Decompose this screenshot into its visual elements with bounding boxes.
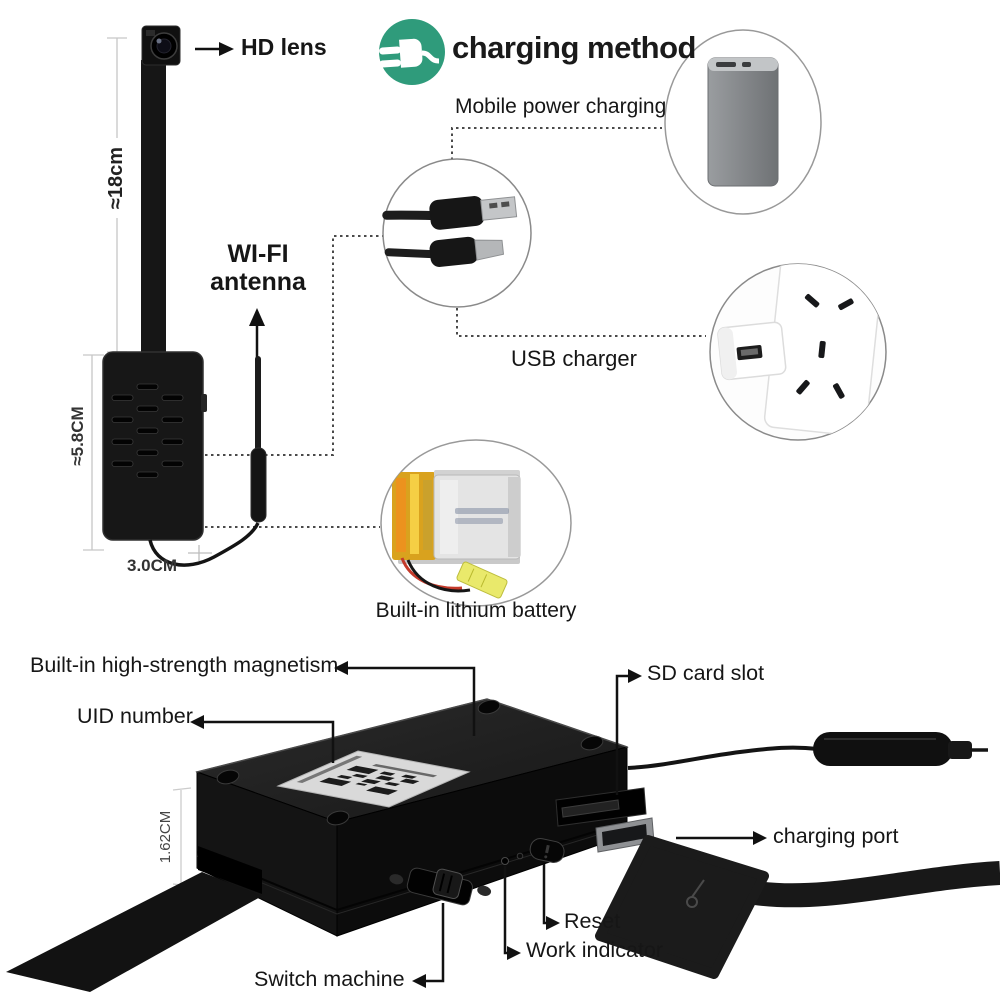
dotted-connectors bbox=[205, 127, 706, 528]
lithium-battery-photo bbox=[380, 439, 572, 607]
work-indicator-label: Work indicator bbox=[526, 938, 664, 962]
magnetism-label: Built-in high-strength magnetism bbox=[30, 653, 339, 677]
page-title: charging method bbox=[452, 30, 696, 65]
dim-3cm-label: 3.0CM bbox=[127, 556, 178, 575]
dimension-line-1-62cm bbox=[172, 787, 192, 887]
screw-holes bbox=[216, 699, 604, 826]
battery-label: Built-in lithium battery bbox=[375, 599, 577, 622]
usb-cable-plug bbox=[595, 835, 769, 979]
charging-port-usb bbox=[595, 817, 1000, 979]
device-antenna bbox=[627, 732, 988, 770]
charging-method-badge bbox=[379, 19, 445, 85]
charging-port-label: charging port bbox=[773, 824, 899, 848]
usb-wall-adapter bbox=[717, 321, 787, 381]
wifi-antenna-illustration bbox=[249, 308, 267, 523]
dim-18cm-label: ≈18cm bbox=[105, 146, 127, 210]
reset-label: Reset bbox=[564, 909, 621, 933]
wifi-antenna-label-line1: WI-FI bbox=[227, 240, 289, 268]
camera-strip-illustration bbox=[141, 25, 181, 356]
ribbon-cable bbox=[6, 846, 262, 992]
camera-module-illustration bbox=[102, 351, 260, 567]
dim-5-8cm-label: ≈5.8CM bbox=[68, 406, 87, 466]
vent-slots bbox=[111, 383, 184, 478]
left-arrow-icon bbox=[412, 974, 426, 988]
right-arrow-icon bbox=[546, 916, 560, 930]
right-arrow-icon bbox=[753, 831, 767, 845]
left-arrow-icon bbox=[334, 661, 348, 675]
qr-code-sticker bbox=[276, 750, 471, 808]
reset-button bbox=[529, 838, 565, 863]
wifi-antenna-label-line2: antenna bbox=[210, 267, 306, 296]
usb-cables-photo bbox=[382, 158, 532, 308]
callout-lines bbox=[190, 661, 767, 988]
micro-usb-connector bbox=[429, 236, 479, 267]
left-arrow-icon bbox=[190, 715, 204, 729]
sd-card-slot bbox=[555, 787, 647, 827]
dimension-line-5-8cm bbox=[83, 354, 104, 551]
hd-lens-label: HD lens bbox=[241, 34, 327, 60]
antenna-wire bbox=[148, 522, 260, 567]
battery-spec-text bbox=[455, 508, 509, 514]
switch-machine-label: Switch machine bbox=[254, 967, 405, 991]
uid-number-label: UID number bbox=[77, 704, 193, 728]
dim-1-62cm-label: 1.62CM bbox=[157, 810, 174, 864]
up-arrow-head bbox=[249, 308, 265, 326]
right-arrow-icon bbox=[507, 946, 521, 960]
wall-charger-photo bbox=[709, 263, 887, 441]
dimension-tick-3cm bbox=[188, 545, 212, 561]
device-body-illustration bbox=[6, 698, 1000, 992]
work-indicator-led bbox=[501, 857, 509, 865]
socket-holes bbox=[796, 294, 854, 399]
usb-charger-label: USB charger bbox=[511, 346, 637, 371]
hd-lens-arrow bbox=[195, 42, 234, 56]
right-arrow-icon bbox=[628, 669, 642, 683]
plug-icon bbox=[379, 38, 440, 68]
sd-card-slot-label: SD card slot bbox=[647, 661, 765, 685]
power-switch bbox=[389, 867, 492, 906]
usb-a-connector bbox=[429, 196, 485, 230]
mobile-power-label: Mobile power charging bbox=[455, 95, 667, 118]
wifi-antenna-label: WI-FI antenna bbox=[203, 240, 313, 296]
power-bank-photo bbox=[664, 29, 822, 215]
